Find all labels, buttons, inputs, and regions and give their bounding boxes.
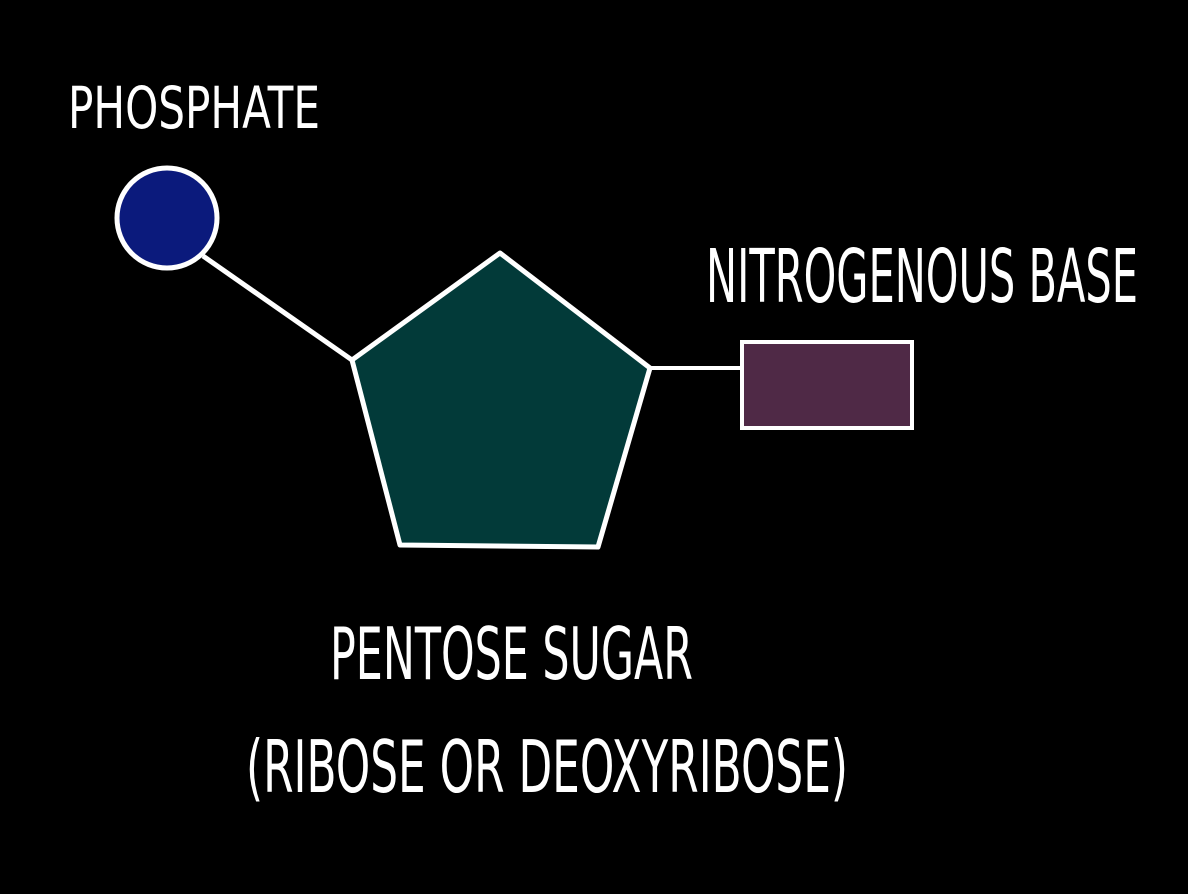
nitrogenous-base-label: NITROGENOUS BASE bbox=[706, 234, 1138, 320]
phosphate-label: PHOSPHATE bbox=[68, 74, 320, 142]
sugar-type-label: (RIBOSE OR DEOXYRIBOSE) bbox=[246, 725, 848, 809]
nitrogenous-base-rect bbox=[740, 340, 914, 430]
pentose-sugar-pentagon bbox=[349, 250, 653, 550]
phosphate-circle bbox=[114, 165, 220, 271]
phosphate-sugar-bond bbox=[201, 253, 354, 363]
pentose-sugar-label: PENTOSE SUGAR bbox=[330, 612, 693, 696]
